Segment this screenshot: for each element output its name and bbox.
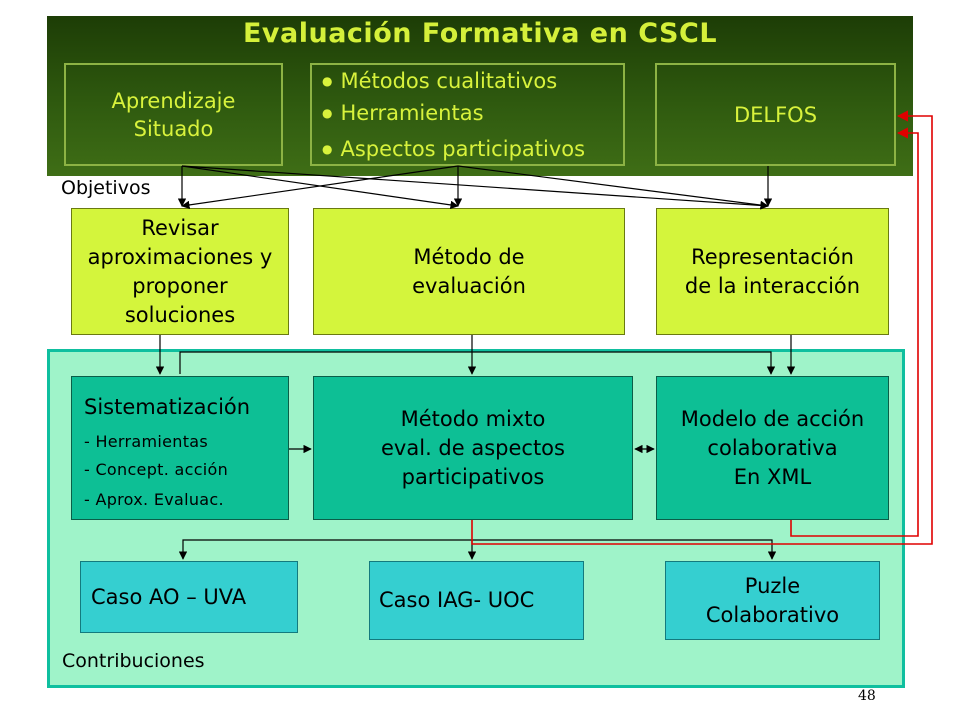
box-line: proponer xyxy=(132,273,228,298)
list-item: ●Aspectos participativos xyxy=(322,137,586,161)
box-metodo-evaluacion: Método de evaluación xyxy=(313,208,625,335)
box-line: Colaborativo xyxy=(705,602,840,627)
box-line: eval. de aspectos xyxy=(381,435,565,460)
list-item: - Aprox. Evaluac. xyxy=(84,490,224,509)
box-sistematizacion: Sistematización - Herramientas - Concept… xyxy=(71,376,289,520)
box-line: Situado xyxy=(133,116,214,141)
label-contribuciones: Contribuciones xyxy=(62,650,205,672)
arrow-metodos-representacion xyxy=(457,165,769,210)
box-delfos: DELFOS xyxy=(655,63,896,166)
box-line: Puzle xyxy=(744,573,801,598)
box-puzle-colaborativo: Puzle Colaborativo xyxy=(665,561,880,640)
box-line: participativos xyxy=(401,464,545,489)
box-line: soluciones xyxy=(124,302,236,327)
list-item: - Herramientas xyxy=(84,432,209,451)
box-line: DELFOS xyxy=(733,102,818,127)
box-line: Aprendizaje xyxy=(111,88,236,113)
box-revisar: Revisar aproximaciones y proponer soluci… xyxy=(71,208,289,335)
list-item: ●Métodos cualitativos xyxy=(322,69,558,93)
arrow-to-puzle xyxy=(472,539,777,560)
arrow-aprendizaje-representacion xyxy=(181,165,769,210)
box-line: evaluación xyxy=(412,273,526,298)
bullet-icon: ● xyxy=(322,142,333,156)
box-line: Método mixto xyxy=(400,406,546,431)
box-metodos-list: ●Métodos cualitativos ●Herramientas ●Asp… xyxy=(310,63,625,166)
header-band xyxy=(47,16,913,176)
box-modelo-accion: Modelo de acción colaborativa En XML xyxy=(656,376,889,520)
box-line: Caso IAG- UOC xyxy=(379,588,535,612)
feedback-arrow-modelo-delfos xyxy=(790,127,919,537)
box-line: de la interacción xyxy=(684,273,861,298)
page-title: Evaluación Formativa en CSCL xyxy=(242,18,718,49)
box-line: colaborativa xyxy=(707,435,838,460)
box-line: Método de xyxy=(413,244,525,269)
bullet-icon: ● xyxy=(322,106,333,120)
arrow-revisar-modelo xyxy=(179,351,776,375)
box-line: En XML xyxy=(733,464,812,489)
box-aprendizaje-situado: Aprendizaje Situado xyxy=(64,63,283,166)
box-line: Modelo de acción xyxy=(680,406,865,431)
box-representacion: Representación de la interacción xyxy=(656,208,889,335)
box-line: Caso AO – UVA xyxy=(91,584,247,609)
feedback-arrow-mixto-delfos xyxy=(471,110,933,545)
box-line: aproximaciones y xyxy=(87,244,273,269)
label-objetivos: Objetivos xyxy=(61,177,151,199)
box-title: Sistematización xyxy=(84,395,251,419)
page-number: 48 xyxy=(858,688,876,704)
list-item: - Concept. acción xyxy=(84,460,229,479)
arrow-to-caso-ao xyxy=(178,539,472,560)
box-caso-ao-uva: Caso AO – UVA xyxy=(80,561,298,633)
list-item: ●Herramientas xyxy=(322,101,484,125)
box-line: Revisar xyxy=(141,215,219,240)
arrow-metodos-revisar xyxy=(181,165,459,210)
box-caso-iag-uoc: Caso IAG- UOC xyxy=(369,561,584,640)
bullet-icon: ● xyxy=(322,74,333,88)
box-line: Representación xyxy=(691,244,854,269)
box-metodo-mixto: Método mixto eval. de aspectos participa… xyxy=(313,376,633,520)
